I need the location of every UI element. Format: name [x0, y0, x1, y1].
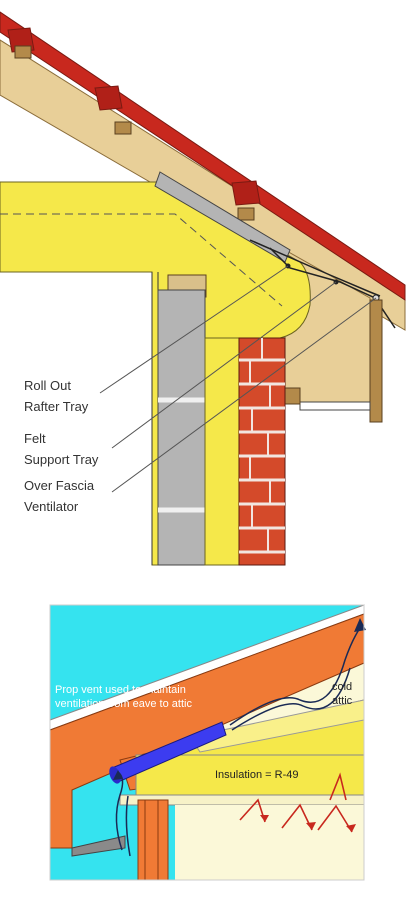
cavity-insulation — [204, 337, 240, 566]
heat-loss-arrows — [239, 772, 353, 833]
vent-label-line2: ventilation from eave to attic — [55, 698, 192, 710]
brick-wall — [238, 337, 286, 566]
soffit-board — [299, 401, 371, 411]
fascia-board — [369, 299, 383, 423]
block-wall — [157, 289, 206, 566]
tile-laps — [7, 27, 261, 206]
felt-support-tray — [249, 239, 381, 297]
attic-label-line1: cold — [332, 681, 352, 693]
ground-batten — [284, 387, 301, 405]
label-felt-line2: Support Tray — [24, 452, 99, 467]
eave-section-diagram: Roll Out Rafter Tray Felt Support Tray O… — [0, 11, 406, 566]
label-roll-out-line1: Roll Out — [24, 378, 71, 393]
interior-wall — [175, 805, 364, 880]
wall-stud — [137, 799, 169, 881]
insulation-label-box — [135, 754, 365, 801]
label-felt-line1: Felt — [24, 431, 46, 446]
roof-tiles — [0, 11, 406, 301]
prop-vent-diagram: Prop vent used to maintain ventilation f… — [49, 604, 366, 881]
attic-label-line2: attic — [332, 695, 353, 707]
label-fascia-line2: Ventilator — [24, 499, 79, 514]
vent-label-line1: Prop vent used to maintain — [55, 684, 186, 696]
label-roll-out-line2: Rafter Tray — [24, 399, 89, 414]
insulation-dash — [0, 213, 283, 307]
leader-lines — [99, 265, 377, 493]
insulation-label: Insulation = R-49 — [215, 769, 298, 781]
battens — [14, 45, 255, 221]
airflow-arrowhead-up — [354, 618, 366, 632]
soffit — [71, 835, 126, 857]
label-fascia-line1: Over Fascia — [24, 478, 95, 493]
